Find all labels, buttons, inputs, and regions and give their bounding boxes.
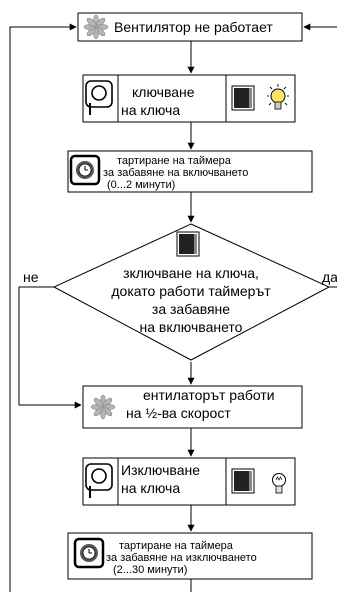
branch-no-line xyxy=(18,286,82,409)
bulb-icon xyxy=(267,84,289,110)
timer-icon xyxy=(73,537,105,569)
decision-label-1: зключване на ключа, xyxy=(123,265,259,281)
timer-off-label-3: (2...30 минути) xyxy=(113,564,187,576)
light-switch-icon xyxy=(176,231,200,257)
fan-half-label-2: на ½-ва скорост xyxy=(126,405,231,421)
light-switch-icon xyxy=(231,468,255,494)
node-key-on: ключване на ключа xyxy=(82,74,296,123)
timer-on-label-3: (0...2 минути) xyxy=(107,179,175,191)
fan-icon xyxy=(83,14,109,40)
decision-label-2: докато работи таймерът xyxy=(111,283,271,299)
node-fan-half: ентилаторът работи на ½-ва скорост xyxy=(82,385,303,429)
key-switch-icon xyxy=(85,463,113,498)
key-off-label-2: на ключа xyxy=(121,480,180,496)
return-line-left xyxy=(9,23,77,592)
fan-half-label-1: ентилаторът работи xyxy=(143,387,275,403)
timer-on-label-1: тартиране на таймера xyxy=(117,155,232,167)
node-decision: зключване на ключа, докато работи таймер… xyxy=(52,223,331,361)
timer-off-label-2: за забавяне на изключването xyxy=(106,552,257,564)
timer-off-label-1: тартиране на таймера xyxy=(119,540,234,552)
decision-label-4: на включването xyxy=(140,319,243,335)
node-timer-on: тартиране на таймера за забавяне на вклю… xyxy=(67,150,313,193)
branch-yes-label: да xyxy=(322,269,337,285)
node-timer-off: тартиране на таймера за забавяне на изкл… xyxy=(67,532,313,580)
timer-icon xyxy=(69,154,101,186)
key-on-label-2: на ключа xyxy=(121,102,180,118)
key-off-label-1: Изключване xyxy=(121,462,200,478)
bulb-icon xyxy=(272,473,286,494)
fan-icon xyxy=(90,394,116,420)
node-key-off: Изключване на ключа xyxy=(82,457,296,506)
key-switch-icon xyxy=(85,80,113,115)
branch-no-label: не xyxy=(23,269,39,285)
decision-label-3: за забавяне xyxy=(152,301,230,317)
light-switch-icon xyxy=(231,85,255,111)
connectors xyxy=(9,23,337,592)
timer-on-label-2: за забавяне на включването xyxy=(103,167,248,179)
key-on-label-1: ключване xyxy=(132,84,195,100)
fan-off-label: Вентилятор не работает xyxy=(114,19,273,35)
node-fan-off: Вентилятор не работает xyxy=(77,12,303,42)
